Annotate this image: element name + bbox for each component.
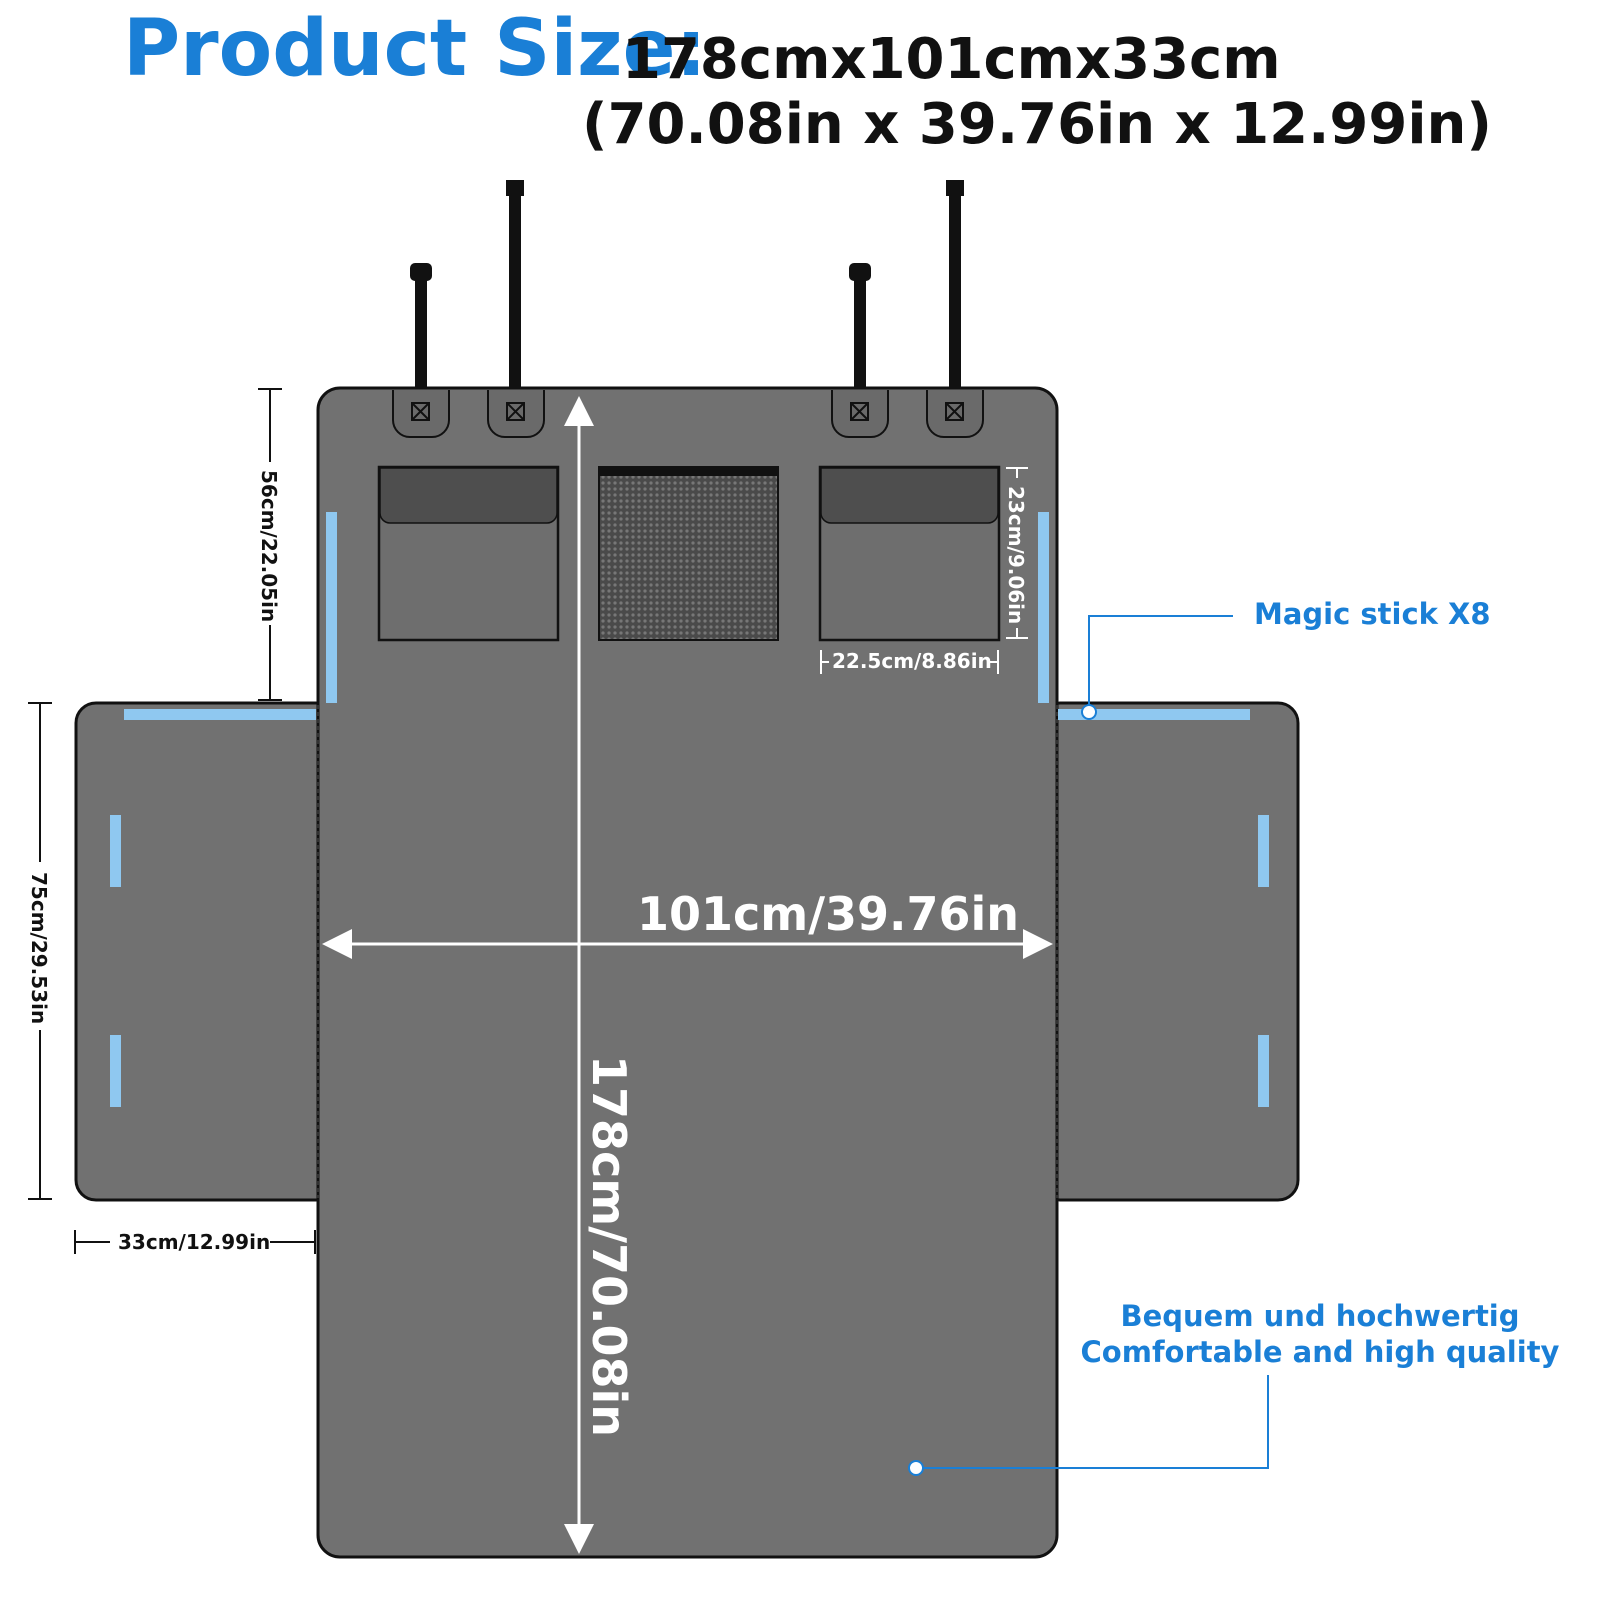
dimension-arrows: [322, 396, 1053, 1554]
magic-stick-label: Magic stick X8: [1254, 597, 1491, 631]
mesh-pocket: [598, 466, 779, 641]
pocket-width-label: 22.5cm/8.86in: [832, 649, 992, 673]
flap-left: [74, 701, 338, 1202]
pocket-left: [377, 465, 560, 642]
width-label: 101cm/39.76in: [637, 887, 1019, 941]
straps: [410, 180, 964, 405]
pocket-height-label: 23cm/9.06in: [1004, 486, 1028, 624]
flap-right: [1038, 701, 1300, 1202]
strap-tabs: [392, 390, 984, 438]
pocket-right: [818, 465, 1001, 642]
title: Product Size:: [123, 4, 707, 94]
length-label: 178cm/70.08in: [582, 1055, 636, 1437]
back-height-label: 56cm/22.05in: [257, 470, 281, 622]
size-in: (70.08in x 39.76in x 12.99in): [582, 92, 1492, 157]
magic-stick-callout: Magic stick X8: [1081, 597, 1491, 720]
magic-sticks: [110, 512, 1269, 1107]
measure-lines: [28, 388, 316, 1254]
quality-callout: Bequem und hochwertig Comfortable and hi…: [908, 1299, 1560, 1476]
quality-label-de: Bequem und hochwertig: [1120, 1299, 1519, 1333]
flap-height-label: 75cm/29.53in: [27, 872, 51, 1024]
quality-label-en: Comfortable and high quality: [1081, 1335, 1560, 1369]
flap-width-label: 33cm/12.99in: [118, 1230, 270, 1254]
size-cm: 178cmx101cmx33cm: [622, 27, 1281, 92]
